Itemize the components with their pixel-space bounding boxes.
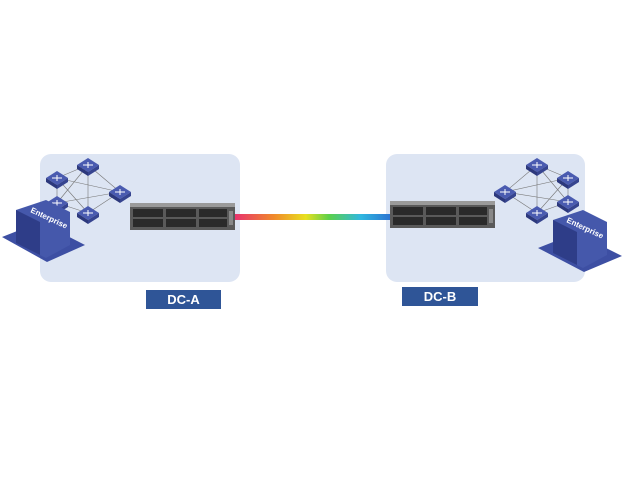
dc-b-label: DC-B (402, 287, 478, 306)
dc-b-optical-device (390, 201, 495, 228)
dc-a-label: DC-A (146, 290, 221, 309)
switch-icon (76, 205, 100, 225)
switch-icon (493, 184, 517, 204)
switch-icon (525, 205, 549, 225)
switch-icon (108, 184, 132, 204)
enterprise-building-icon: Enterprise (538, 210, 622, 272)
optical-link (235, 214, 392, 220)
dc-a-optical-device (130, 203, 235, 230)
dc-b-switches (493, 157, 580, 225)
enterprise-building-icon: Enterprise (2, 200, 85, 262)
switch-icon (76, 157, 100, 177)
switch-icon (525, 157, 549, 177)
switch-icon (556, 194, 580, 214)
